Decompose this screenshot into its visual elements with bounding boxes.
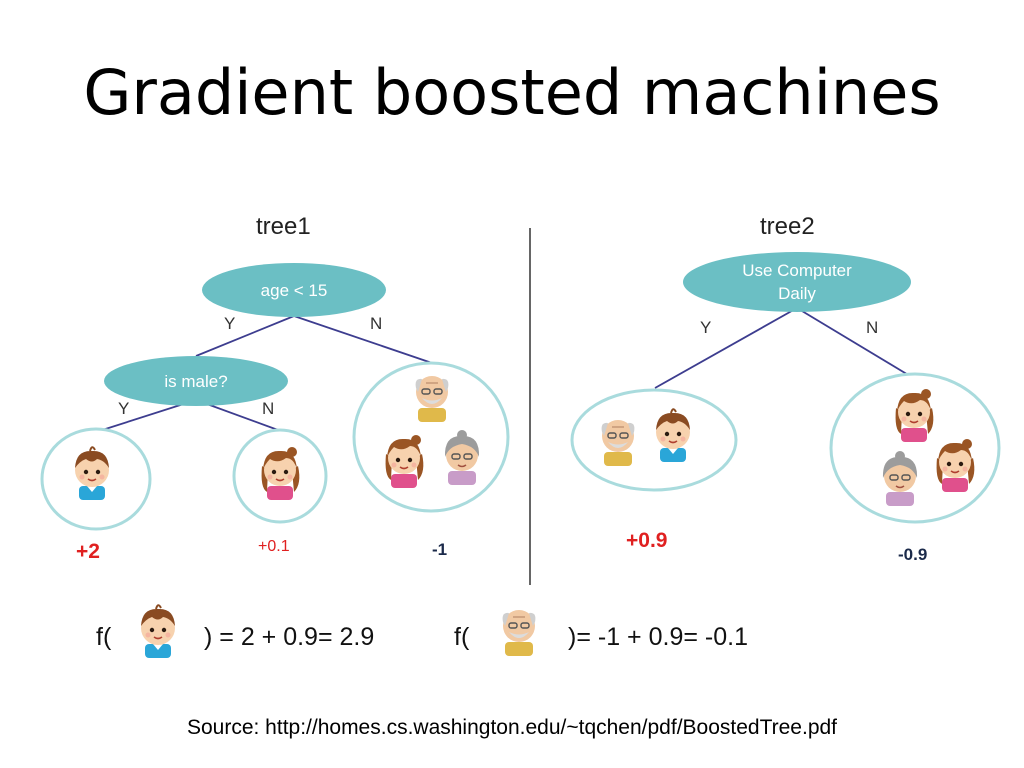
- formula-left-result: ) = 2 + 0.9= 2.9: [204, 623, 375, 651]
- slide-title: Gradient boosted machines: [83, 56, 941, 129]
- tree1-leaf-value-3: -1: [432, 540, 448, 559]
- tree1-edge-no-label: N: [370, 314, 383, 333]
- tree2-title: tree2: [760, 213, 815, 240]
- source-citation: Source: http://homes.cs.washington.edu/~…: [186, 716, 838, 739]
- tree2-leaf-yes: [570, 388, 738, 492]
- boy-icon: [74, 446, 110, 501]
- tree2-edges: [654, 307, 911, 389]
- tree2-leaf-value-1: +0.9: [626, 529, 668, 552]
- tree1-child-node: [104, 356, 288, 406]
- formula-right-open: f(: [454, 623, 470, 651]
- tree1-title: tree1: [256, 213, 311, 240]
- tree2-edge-no-label: N: [866, 318, 879, 337]
- boy-icon: [140, 604, 176, 659]
- grandpa-icon: [600, 419, 636, 467]
- tree1-leaf-value-1: +2: [76, 540, 100, 563]
- tree2-leaf-value-2: -0.9: [898, 545, 928, 564]
- tree2-root-node: [683, 252, 911, 312]
- formula-left-open: f(: [96, 623, 112, 651]
- tree1-root-node: [202, 263, 386, 317]
- tree1-root-label: age < 15: [260, 281, 328, 300]
- boy-icon: [655, 408, 691, 463]
- tree1-edge-yes-label: Y: [224, 314, 236, 333]
- grandpa-icon: [414, 375, 450, 423]
- tree1-leaf-value-2: +0.1: [258, 538, 290, 555]
- tree1-child-label: is male?: [164, 372, 228, 391]
- tree2-root-label-line1: Use Computer: [742, 261, 852, 280]
- grandpa-icon: [501, 609, 537, 657]
- tree2-edge-yes-label: Y: [700, 318, 712, 337]
- tree2-root-label-line2: Daily: [778, 284, 816, 303]
- tree1-child-edge-yes-label: Y: [118, 399, 130, 418]
- formula-right-result: )= -1 + 0.9= -0.1: [568, 623, 748, 651]
- tree1-child-edge-no-label: N: [262, 399, 275, 418]
